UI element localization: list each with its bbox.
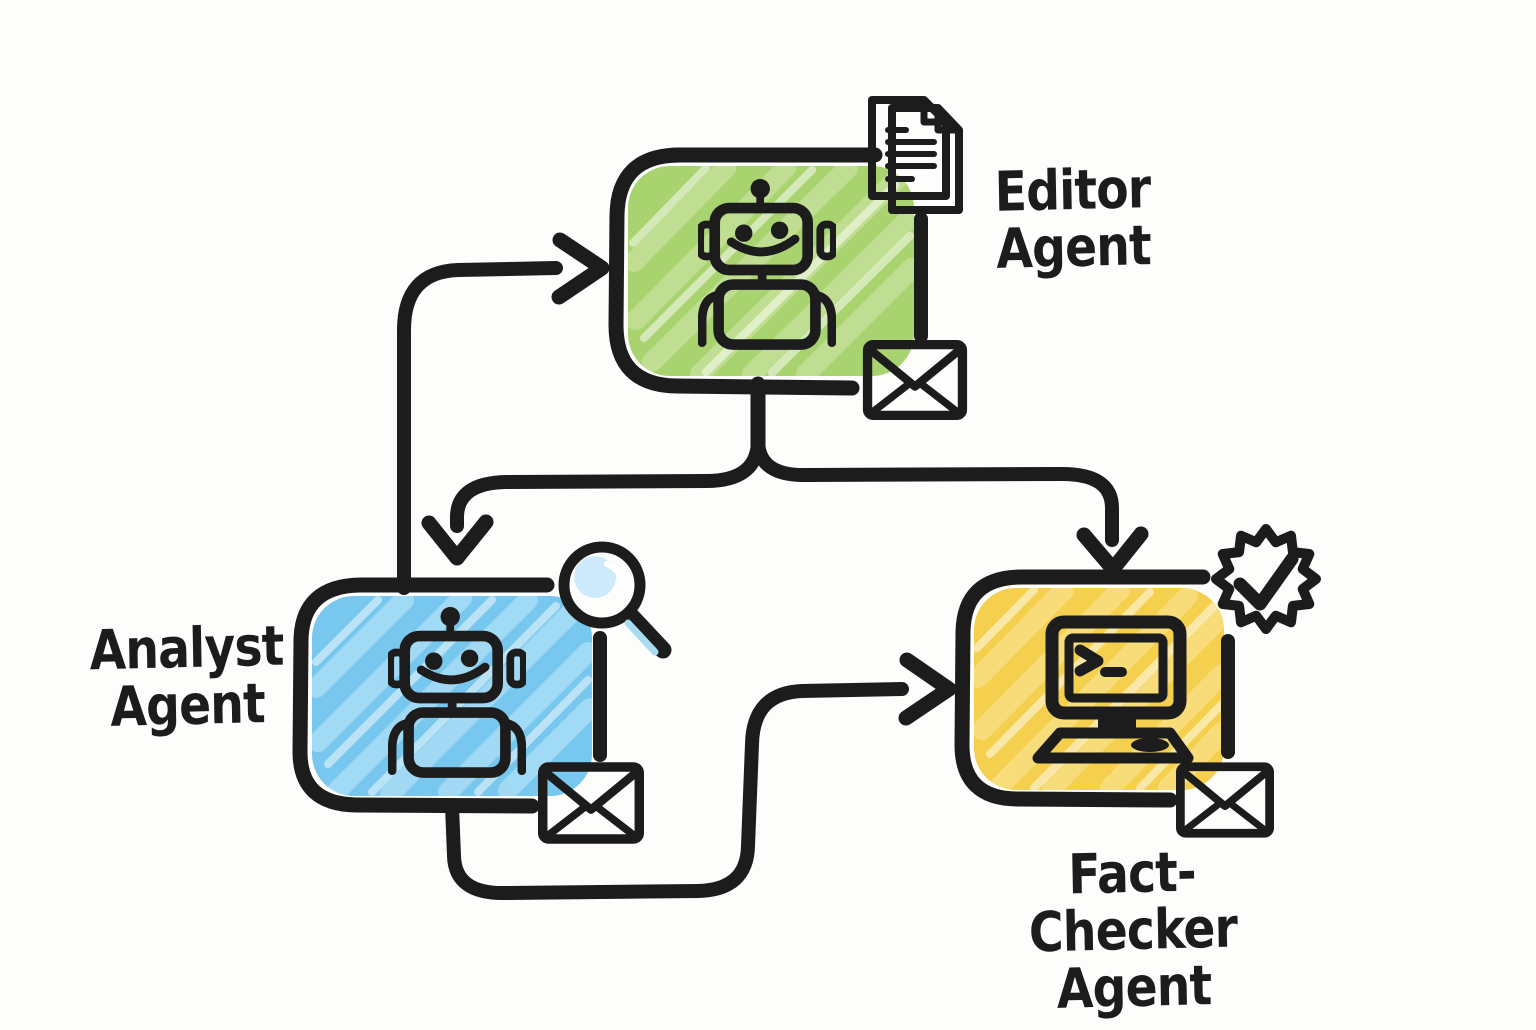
fact-checker-box-border [954, 569, 1211, 808]
arrowhead-down-into-fact-checker [1076, 526, 1149, 577]
terminal-prompt [1074, 644, 1104, 677]
verified-badge-icon [1211, 524, 1321, 634]
fact-checker-label-line2: Agent [1056, 953, 1212, 1022]
document-text-lines [885, 127, 937, 182]
analyst-box-border [292, 577, 555, 814]
magnifier-handle-tint [624, 619, 659, 656]
terminal-icon [1032, 615, 1194, 764]
editor-box-border [608, 147, 883, 396]
envelope-icon [1180, 767, 1269, 834]
edge-editor-to-fact-checker [751, 433, 1119, 547]
document-front-fold [920, 96, 950, 126]
editor-label-line1: Editor [994, 156, 1151, 224]
edge-analyst-to-fact-checker [445, 682, 909, 901]
badge-seal [1211, 524, 1321, 634]
analyst-label-line2: Agent [109, 671, 266, 740]
arrowhead-right-into-fact-checker [898, 652, 957, 726]
node-editor [608, 96, 963, 416]
analyst-agent-label: Analyst Agent [78, 614, 295, 740]
magnifier-handle [623, 608, 672, 659]
fact-checker-agent-label: Fact-Checker Agent [964, 839, 1302, 1022]
document-front-page [868, 96, 950, 200]
edge-editor-to-analyst [450, 433, 765, 533]
fact-checker-label-line1: Fact-Checker [1028, 839, 1238, 965]
magnifier-icon [558, 541, 672, 659]
envelope-icon [543, 767, 640, 839]
magnifier-highlight [604, 561, 626, 585]
document-icon [868, 96, 963, 214]
terminal-base [1032, 727, 1194, 764]
terminal-base-slot [1131, 738, 1169, 752]
editor-agent-label: Editor Agent [973, 156, 1173, 282]
edges [397, 232, 1149, 901]
editor-label-line2: Agent [995, 213, 1152, 282]
badge-checkmark [1233, 552, 1299, 611]
terminal-screen [1064, 633, 1168, 703]
node-fact-checker [954, 524, 1321, 834]
envelope-icon [868, 345, 963, 416]
arrowhead-down-into-analyst [421, 514, 494, 566]
node-analyst [292, 541, 672, 839]
edge-analyst-to-editor [397, 261, 563, 595]
arrowhead-right-into-editor [551, 232, 610, 305]
magnifier-lens [558, 541, 646, 629]
